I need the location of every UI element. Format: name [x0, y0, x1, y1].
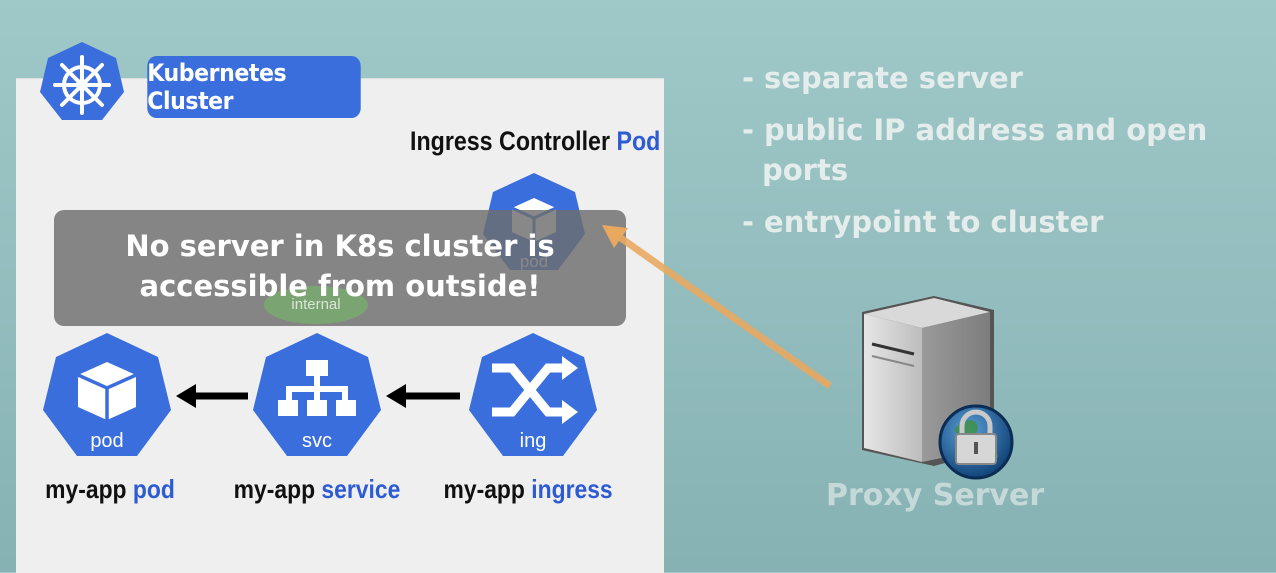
overlay-line-2: accessible from outside!	[139, 269, 541, 303]
ingress-controller-title-text: Ingress Controller	[410, 126, 610, 156]
network-icon	[278, 360, 356, 416]
pod-caption-text: my-app	[45, 474, 127, 504]
ingress-component[interactable]: ing	[466, 330, 600, 462]
internal-label: internal	[264, 286, 368, 324]
pod-caption: my-app pod	[45, 474, 175, 505]
cube-icon	[77, 362, 137, 420]
flow-arrow-svc-to-pod	[176, 384, 248, 408]
pod-caption-accent: pod	[132, 474, 175, 504]
ingress-controller-title-accent: Pod	[616, 126, 661, 156]
svc-icon-label: svc	[302, 430, 332, 452]
kubernetes-logo-icon	[38, 40, 126, 126]
service-caption-text: my-app	[233, 474, 316, 504]
service-component[interactable]: svc	[250, 330, 384, 462]
ingress-caption: my-app ingress	[444, 474, 613, 505]
kubernetes-cluster-tag: Kubernetes Cluster	[147, 56, 361, 118]
overlay-message: No server in K8s cluster is accessible f…	[54, 226, 626, 306]
bullet-item: -separate server	[742, 61, 1023, 95]
feature-bullets: -separate server -public IP address and …	[742, 58, 1262, 254]
service-caption-accent: service	[321, 474, 401, 504]
pod-component[interactable]: pod	[40, 330, 174, 462]
service-caption: my-app service	[233, 474, 401, 505]
bullet-item: -entrypoint to cluster	[742, 205, 1104, 239]
overlay-line-1: No server in K8s cluster is	[125, 229, 555, 263]
proxy-server-label: Proxy Server	[826, 478, 1045, 513]
proxy-to-controller-arrow	[602, 225, 833, 389]
ing-icon-label: ing	[519, 430, 547, 452]
flow-arrow-ingress-to-svc	[386, 384, 460, 408]
ingress-caption-accent: ingress	[531, 474, 613, 504]
bullet-item: -public IP address and open ports	[742, 113, 1208, 187]
shuffle-icon	[492, 363, 564, 417]
proxy-server-icon[interactable]	[850, 290, 1020, 480]
pod-icon-label: pod	[90, 430, 124, 452]
ingress-caption-text: my-app	[443, 474, 525, 504]
ingress-controller-title: Ingress Controller Pod	[410, 126, 660, 157]
lock-icon	[955, 409, 997, 465]
